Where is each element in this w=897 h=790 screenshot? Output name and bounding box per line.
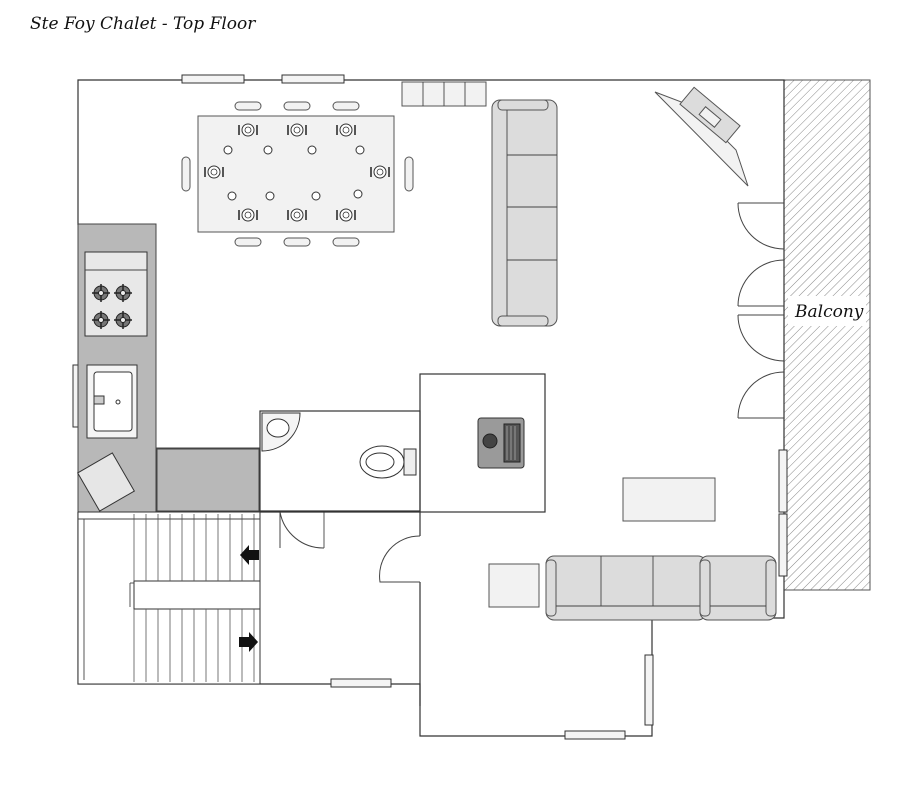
balcony: Balcony [783, 79, 871, 591]
window-2 [281, 74, 345, 84]
radiator [401, 81, 487, 107]
interior-walls [260, 511, 421, 706]
window-3 [330, 678, 392, 688]
stairs [77, 511, 261, 685]
balcony-label: Balcony [794, 302, 864, 322]
kitchen-sink-icon [86, 364, 138, 439]
windows [72, 74, 788, 740]
bathroom [259, 410, 421, 549]
fireplace [419, 373, 546, 513]
sofa-vertical [491, 99, 558, 327]
arrow-left-icon [240, 545, 259, 565]
toilet-icon [359, 445, 417, 479]
washbasin-icon [261, 412, 301, 452]
window-7 [778, 513, 788, 577]
window-1 [181, 74, 245, 84]
page-title: Ste Foy Chalet - Top Floor [30, 14, 256, 34]
kitchen-counter [76, 223, 261, 513]
window-5 [644, 654, 654, 726]
stove-fire-icon [477, 417, 525, 469]
side-table [488, 563, 540, 608]
window-6 [778, 449, 788, 513]
stove-icon [84, 251, 148, 337]
sofa-horizontal [545, 555, 777, 621]
window-4 [564, 730, 626, 740]
balcony-doors [737, 202, 785, 419]
tv-unit [654, 86, 749, 187]
coffee-table [622, 477, 716, 522]
dining-table [181, 101, 414, 247]
appliance-icon [76, 452, 136, 512]
arrow-right-icon [239, 632, 258, 652]
